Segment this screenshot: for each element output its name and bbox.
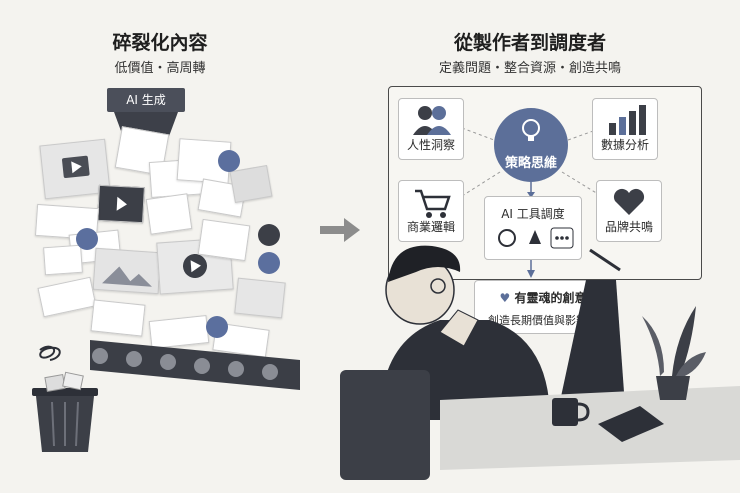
outcome-title: ♥ 有靈魂的創意 [475, 289, 611, 306]
left-subtitle: 低價值・高周轉 [114, 61, 206, 76]
node-brand-label: 品牌共鳴 [604, 220, 653, 234]
play-icon [183, 254, 207, 278]
heart-icon [613, 188, 645, 215]
play-icon [62, 155, 90, 179]
video-card [156, 237, 234, 295]
mug-icon [552, 398, 590, 426]
heart-icon: ♥ [499, 291, 511, 305]
video-card [39, 138, 111, 200]
strategy-hub-label: 策略思維 [504, 156, 557, 171]
thumbs-up-icon [206, 316, 228, 338]
strategy-hub: 策略思維 [494, 108, 568, 182]
chat-icon [258, 224, 280, 246]
ai-tools-box: AI 工具調度 [484, 196, 582, 260]
thumbs-up-icon [258, 252, 280, 274]
lightbulb-icon [522, 119, 540, 141]
people-icon [413, 106, 451, 135]
outcome-subtitle: 創造長期價值與影響力 [488, 314, 598, 327]
outcome-title-text: 有靈魂的創意 [514, 291, 587, 305]
bar-chart-icon [609, 105, 646, 135]
transition-arrow [320, 218, 360, 242]
thumbs-up-icon [218, 150, 240, 172]
node-insight-label: 人性洞察 [406, 138, 455, 152]
ai-hopper: AI 生成 [107, 88, 185, 112]
notebook-icon [598, 406, 664, 442]
node-insight: 人性洞察 [398, 98, 464, 160]
openai-icon [498, 229, 516, 247]
image-card [92, 247, 162, 295]
node-data: 數據分析 [592, 98, 658, 160]
node-business-label: 商業邏輯 [406, 220, 455, 234]
thumbs-up-icon [76, 228, 98, 250]
sailboat-icon [529, 230, 541, 244]
left-title: 碎裂化內容 [112, 32, 208, 54]
ai-tools-label: AI 工具調度 [501, 207, 565, 221]
video-card [97, 184, 145, 224]
right-subtitle: 定義問題・整合資源・創造共鳴 [438, 61, 621, 76]
image-icon [102, 266, 152, 287]
node-data-label: 數據分析 [600, 138, 649, 152]
node-brand: 品牌共鳴 [596, 180, 662, 242]
ellipsis-icon [550, 227, 574, 249]
node-business: 商業邏輯 [398, 180, 464, 242]
right-title: 從製作者到調度者 [453, 32, 606, 54]
cart-icon [415, 189, 451, 218]
play-icon [116, 196, 127, 211]
plant-icon [642, 306, 706, 400]
ai-tool-icons [498, 227, 574, 249]
